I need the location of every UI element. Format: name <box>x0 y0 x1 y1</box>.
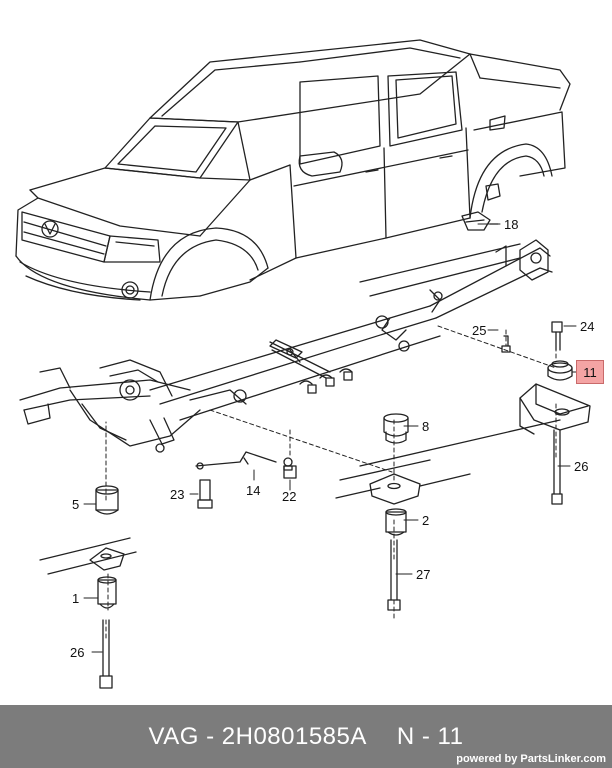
page-reference: N - 11 <box>396 722 464 750</box>
chassis-frame <box>19 239 553 471</box>
callout-8: 8 <box>422 419 430 434</box>
callout-14: 14 <box>246 483 261 498</box>
callout-11-highlighted: 11 <box>576 360 604 384</box>
part-18-bracket <box>461 211 499 231</box>
callout-26-left: 26 <box>70 645 85 660</box>
part-number: VAG - 2H0801585A <box>148 722 367 750</box>
center-mount-parts <box>369 413 421 611</box>
callout-2: 2 <box>422 513 430 528</box>
pickup-truck-illustration <box>15 39 571 301</box>
footer-bar: VAG - 2H0801585A N - 11 powered by Parts… <box>0 705 612 768</box>
callout-5: 5 <box>72 497 80 512</box>
callout-22: 22 <box>282 489 297 504</box>
ground-lines <box>39 419 561 575</box>
callout-27: 27 <box>416 567 431 582</box>
part-14-cable <box>195 451 277 470</box>
callout-23: 23 <box>170 487 185 502</box>
callout-18: 18 <box>504 217 519 232</box>
right-mount-parts <box>501 321 591 505</box>
parts-diagram: 18 25 24 11 26 8 2 27 5 1 26 23 14 22 <box>15 39 604 689</box>
left-mount-parts <box>89 485 125 689</box>
partslinker-link[interactable]: PartsLinker.com <box>520 753 606 765</box>
footer-caption: VAG - 2H0801585A N - 11 <box>0 705 612 768</box>
powered-by-credit[interactable]: powered by PartsLinker.com <box>456 753 606 765</box>
powered-prefix: powered by <box>456 753 521 765</box>
leader-lines <box>105 325 557 641</box>
callout-11: 11 <box>583 364 597 380</box>
callout-25: 25 <box>472 323 487 338</box>
small-bolts <box>197 465 297 509</box>
callout-24: 24 <box>580 319 595 334</box>
callout-26-right: 26 <box>574 459 589 474</box>
callout-1: 1 <box>72 591 80 606</box>
